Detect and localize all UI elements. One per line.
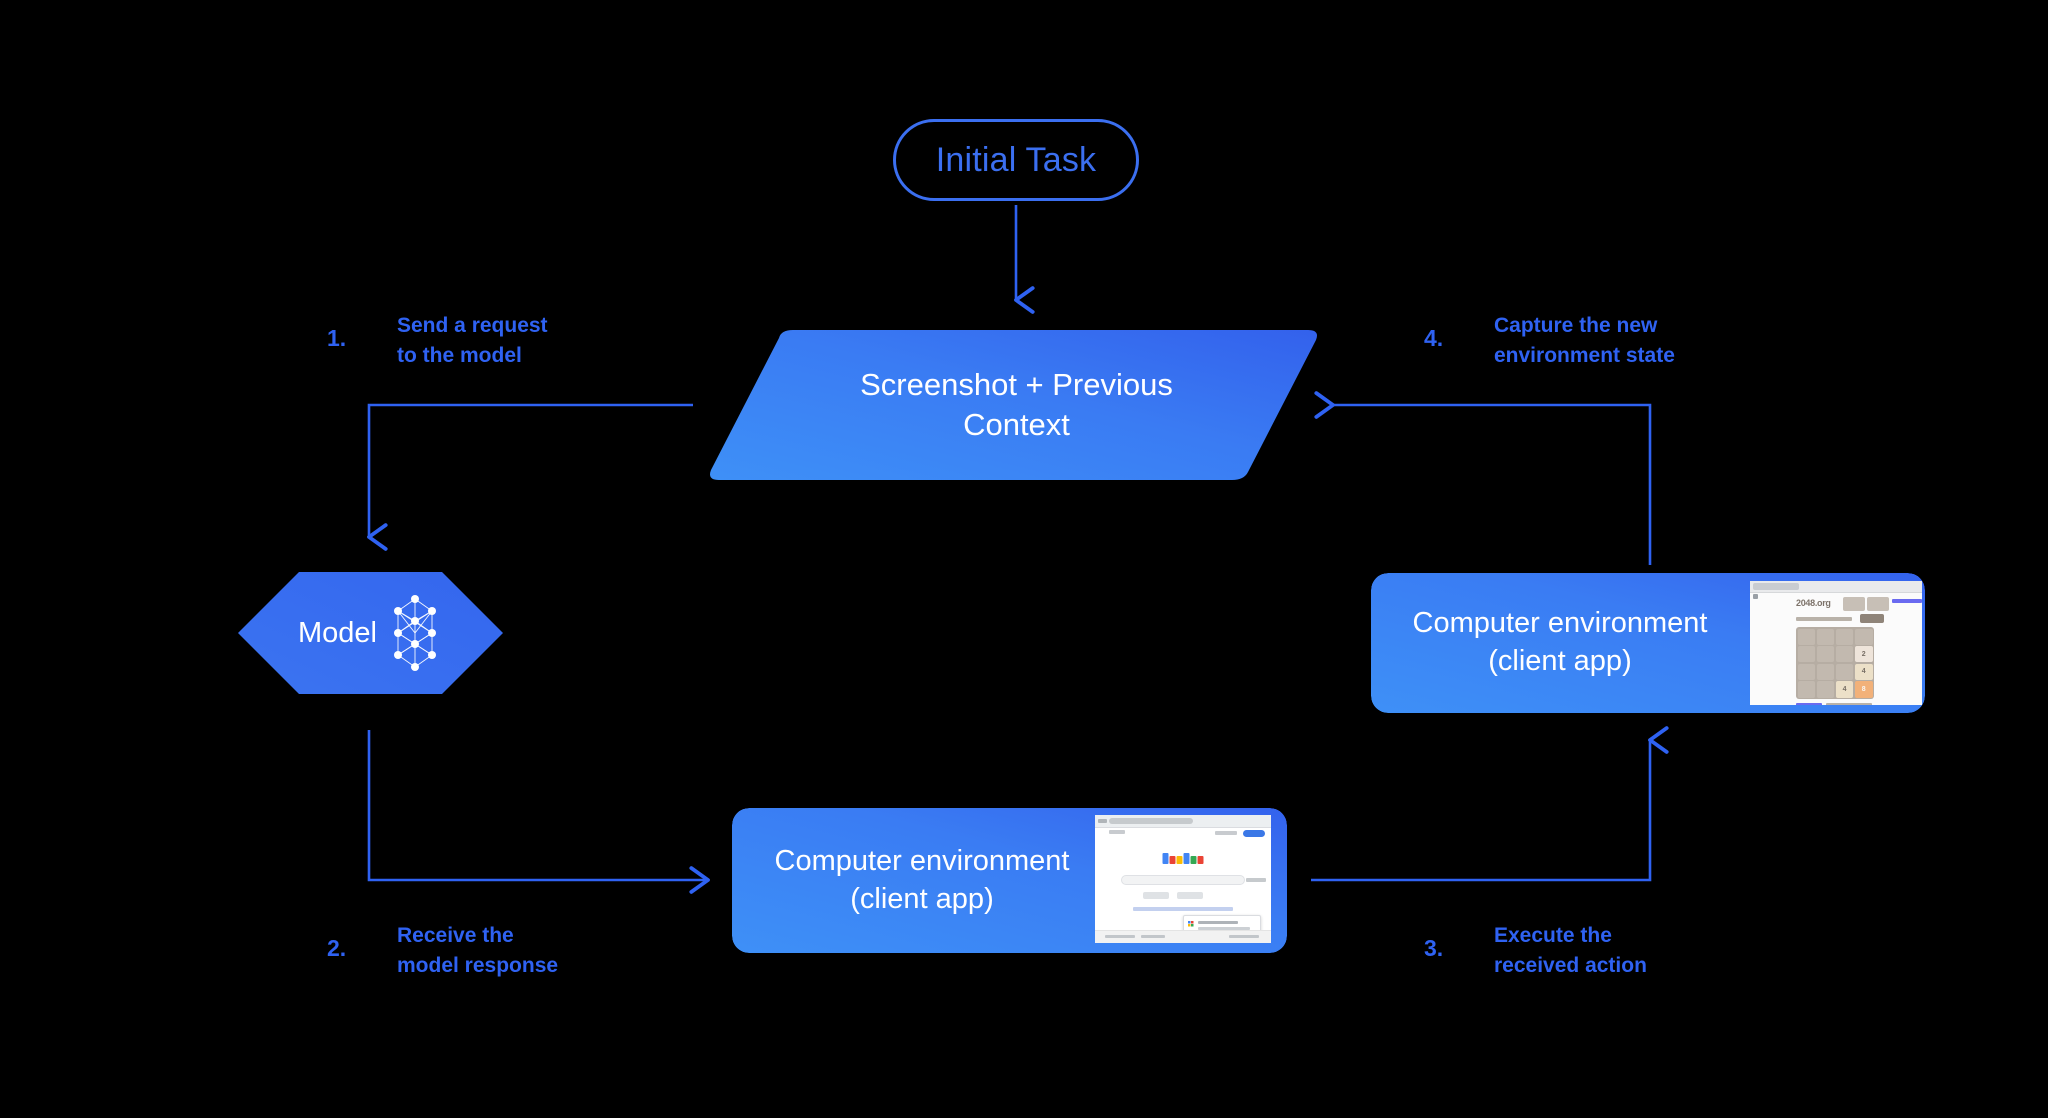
- page-icon: [1753, 594, 1758, 599]
- tile-cell: [1835, 646, 1854, 663]
- footer-text: [1826, 703, 1872, 705]
- dialog-body: [1198, 927, 1250, 930]
- context-node: Screenshot + Previous Context: [707, 330, 1320, 480]
- step-text: Capture the new environment state: [1494, 311, 1675, 372]
- step-text-line2: environment state: [1494, 344, 1675, 368]
- lucky-button: [1177, 892, 1203, 899]
- tile-cell: [1835, 663, 1854, 680]
- step-text: Receive the model response: [397, 921, 558, 982]
- language-links: [1133, 907, 1233, 911]
- tile-cell: [1797, 663, 1816, 680]
- initial-task-node: Initial Task: [893, 119, 1139, 201]
- google-logo: [1162, 853, 1204, 864]
- step-number: 3.: [1424, 935, 1444, 961]
- bookmark-bar: [1109, 830, 1125, 834]
- best-score-box: [1867, 597, 1889, 611]
- search-input: [1121, 875, 1245, 885]
- tile-cell: [1854, 628, 1873, 645]
- arrow-step-2: [367, 730, 710, 894]
- env-right-label-line2: (client app): [1488, 645, 1632, 677]
- tile-cell: 8: [1854, 681, 1873, 698]
- tile-cell: 2: [1854, 646, 1873, 663]
- tile-cell: [1816, 681, 1835, 698]
- new-game-button: [1860, 614, 1884, 623]
- context-label-line1: Screenshot + Previous: [860, 367, 1173, 403]
- hexagon-shape: [238, 572, 503, 694]
- tile-cell: [1797, 628, 1816, 645]
- header-link: [1892, 599, 1922, 603]
- dialog-title: [1198, 921, 1238, 924]
- arrow-step-3: [1311, 726, 1669, 882]
- game-brand-label: 2048.org: [1796, 598, 1831, 608]
- tile-cell: [1816, 628, 1835, 645]
- model-node: Model: [238, 572, 503, 694]
- step-text-line1: Execute the: [1494, 924, 1612, 947]
- neural-network-icon: [394, 595, 436, 671]
- env-right-label-line1: Computer environment: [1412, 607, 1708, 640]
- env-card-right: Computer environment (client app) 2048.o…: [1371, 573, 1925, 713]
- page-footer: [1095, 930, 1271, 943]
- game-instructions: [1796, 617, 1852, 621]
- model-label: Model: [298, 616, 377, 649]
- arrow-step-4: [1314, 391, 1652, 565]
- game-board: 2 4 4 8: [1796, 627, 1874, 699]
- step-number: 2.: [327, 935, 347, 961]
- step-number: 1.: [327, 325, 347, 351]
- step-text: Execute the received action: [1494, 921, 1647, 982]
- score-box: [1843, 597, 1865, 611]
- search-icons: [1246, 878, 1266, 882]
- env-bottom-label-line1: Computer environment: [774, 844, 1070, 877]
- step-text-line2: model response: [397, 954, 559, 978]
- env-bottom-label-line2: (client app): [850, 882, 994, 915]
- tile-cell: [1797, 646, 1816, 663]
- env-bottom-label: Computer environment (client app): [740, 808, 1104, 953]
- tile-cell: [1797, 681, 1816, 698]
- step-text-line1: Send a request: [397, 314, 548, 337]
- footer-link: [1796, 703, 1822, 705]
- step-text: Send a request to the model: [397, 311, 548, 372]
- header-links: [1215, 831, 1237, 835]
- step-number: 4.: [1424, 325, 1444, 351]
- step-text-line2: received action: [1494, 954, 1647, 978]
- parallelogram-shape: [710, 330, 1317, 480]
- context-label-line2: Context: [963, 407, 1070, 442]
- context-label: Screenshot + Previous Context: [707, 330, 1320, 480]
- url-bar: [1109, 818, 1193, 824]
- step-text-line1: Capture the new: [1494, 314, 1658, 337]
- dialog-icon: [1188, 921, 1194, 927]
- step-text-line1: Receive the: [397, 924, 514, 947]
- tile-cell: [1835, 628, 1854, 645]
- env-right-label: Computer environment (client app): [1385, 573, 1735, 713]
- tile-cell: 4: [1835, 681, 1854, 698]
- step-text-line2: to the model: [397, 344, 522, 368]
- initial-task-label: Initial Task: [935, 140, 1097, 179]
- thumbnail-2048: 2048.org 2 4: [1750, 581, 1922, 705]
- nav-buttons: [1098, 819, 1107, 823]
- browser-tab: [1753, 583, 1799, 590]
- sign-in-button: [1243, 830, 1265, 837]
- tile-cell: 4: [1854, 663, 1873, 680]
- search-button: [1143, 892, 1169, 899]
- tile-cell: [1816, 663, 1835, 680]
- tile-cell: [1816, 646, 1835, 663]
- thumbnail-google-search: [1095, 815, 1271, 943]
- arrow-step-1: [367, 403, 693, 551]
